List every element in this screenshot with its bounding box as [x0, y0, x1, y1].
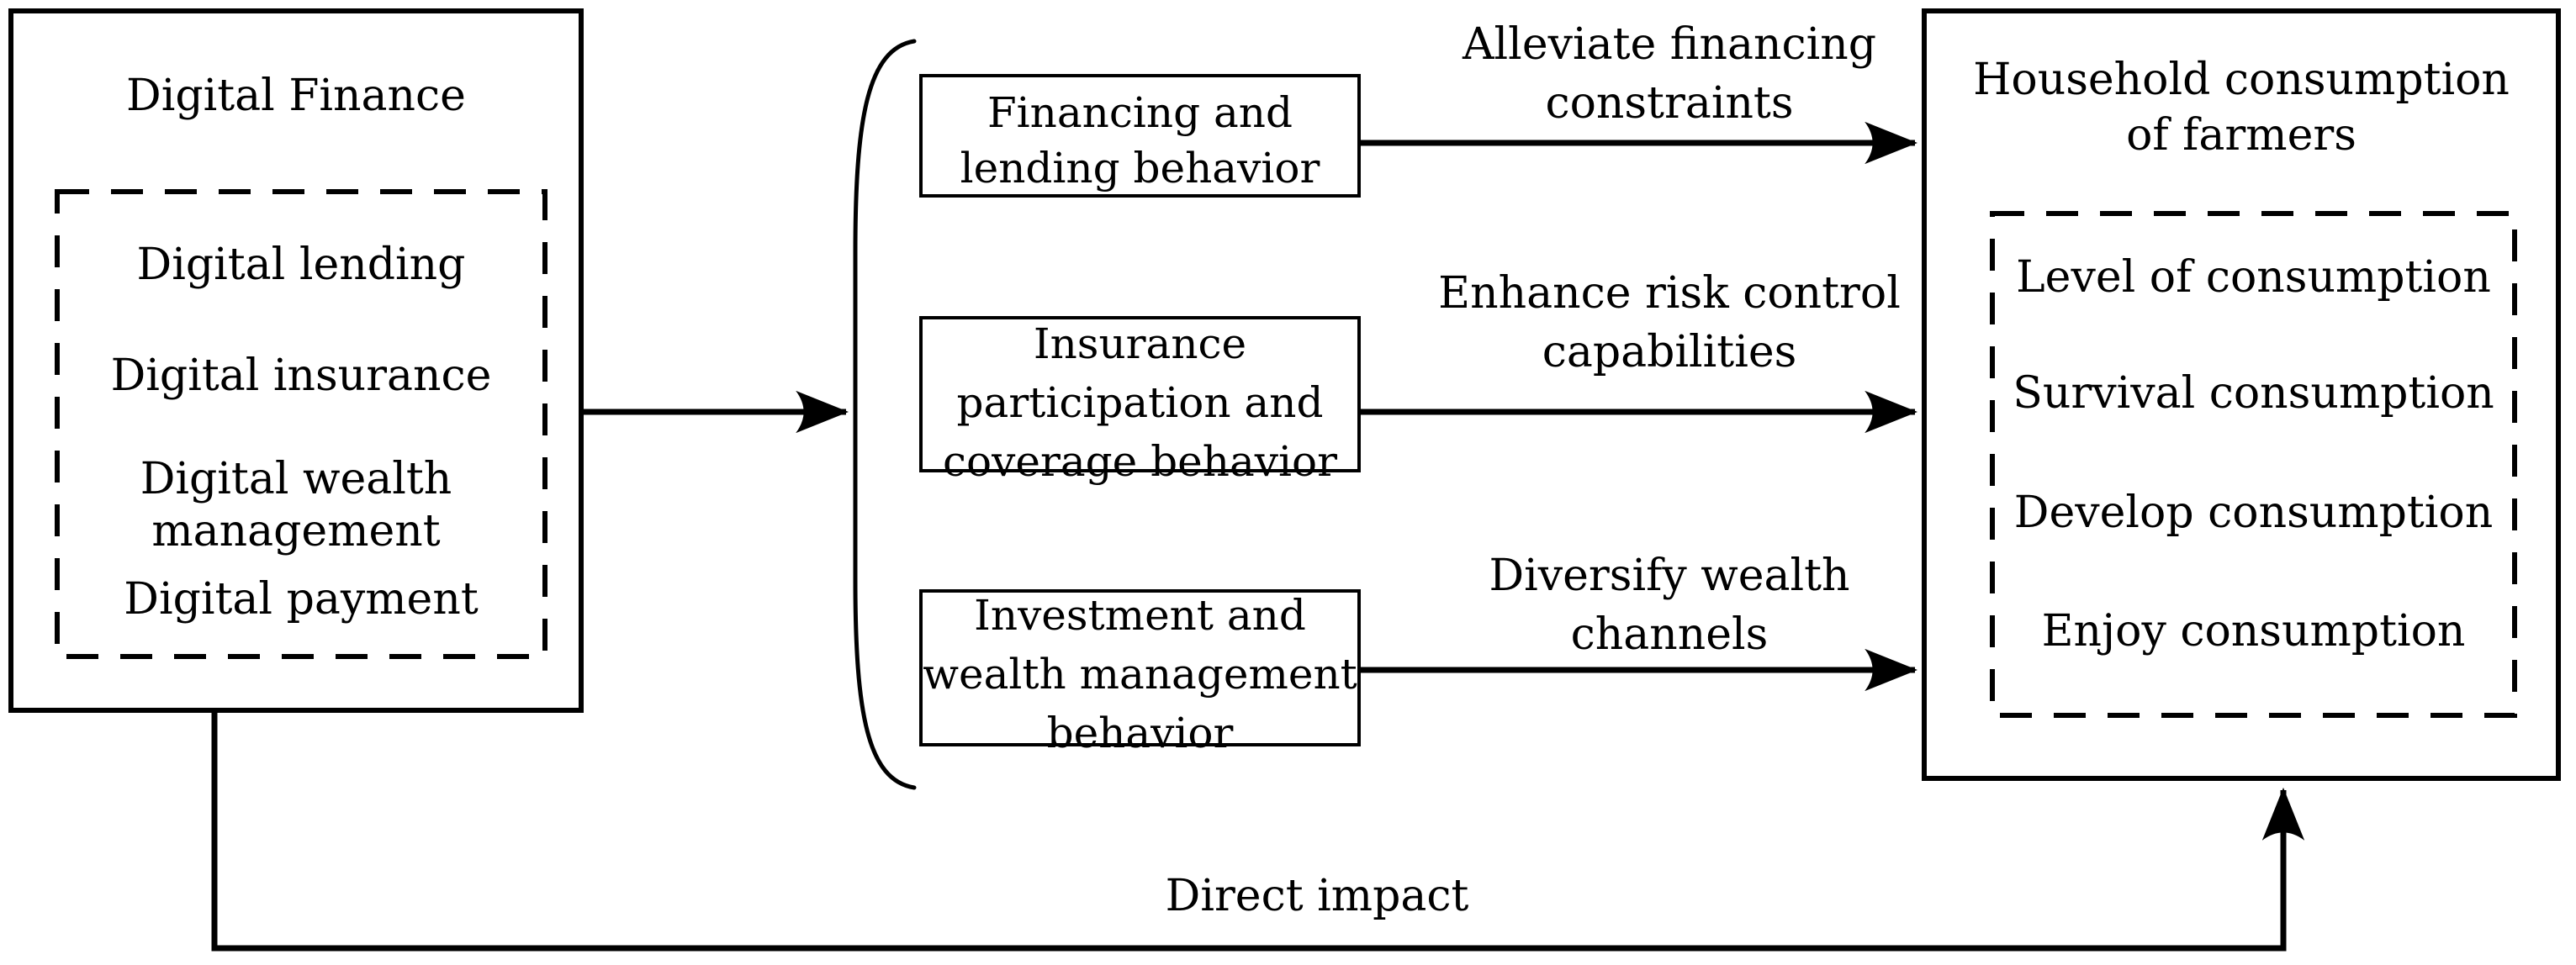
left-item-digital-payment: Digital payment [124, 574, 479, 625]
mediator-brace [853, 39, 917, 790]
household-title-line1: Household consumption [1973, 55, 2510, 105]
mediator-insurance-line1: Insurance [1033, 319, 1247, 368]
label-alleviate-line2: constraints [1545, 78, 1794, 129]
mediator-box-insurance [919, 316, 1361, 472]
left-item-digital-insurance: Digital insurance [110, 351, 492, 401]
mediator-box-financing [919, 74, 1361, 198]
left-item-digital-lending: Digital lending [136, 240, 466, 290]
label-diversify-wealth: Diversify wealth channels [1417, 546, 1922, 664]
digital-finance-title: Digital Finance [126, 71, 466, 121]
digital-finance-box [8, 8, 584, 713]
direct-impact-path [211, 710, 2305, 952]
label-diversify-line1: Diversify wealth [1489, 551, 1850, 601]
right-item-level-of-consumption: Level of consumption [2016, 252, 2491, 303]
left-dashed-box [55, 189, 547, 659]
mediator-text-investment: Investment and wealth management behavio… [919, 586, 1361, 762]
mediator-box-investment [919, 589, 1361, 746]
mediator-insurance-line2: participation and [956, 378, 1324, 427]
mediator-investment-line3: behavior [1046, 709, 1234, 757]
mediator-text-financing: Financing and lending behavior [919, 85, 1361, 196]
label-alleviate-financing: Alleviate financing constraints [1417, 15, 1922, 133]
label-alleviate-line1: Alleviate financing [1463, 19, 1876, 70]
mediator-financing-line1: Financing and [986, 88, 1293, 137]
label-enhance-line1: Enhance risk control [1438, 268, 1901, 319]
right-item-develop-consumption: Develop consumption [2013, 488, 2494, 538]
household-title-line2: of farmers [2126, 110, 2356, 161]
label-enhance-line2: capabilities [1542, 327, 1797, 377]
right-dashed-box [1990, 211, 2517, 718]
label-diversify-line2: channels [1570, 609, 1769, 660]
right-item-survival-consumption: Survival consumption [2013, 368, 2494, 419]
household-consumption-title: Household consumption of farmers [1922, 52, 2561, 163]
mediator-financing-line2: lending behavior [960, 144, 1320, 192]
mediator-insurance-line3: coverage behavior [943, 437, 1337, 486]
right-item-enjoy-consumption: Enjoy consumption [2041, 606, 2466, 657]
household-consumption-box [1922, 8, 2561, 781]
mediator-investment-line1: Investment and [974, 591, 1306, 640]
mediator-investment-line2: wealth management [923, 650, 1357, 699]
left-item-digital-wealth-management: Digital wealth management [140, 454, 452, 556]
mediator-text-insurance: Insurance participation and coverage beh… [919, 314, 1361, 491]
direct-impact-label: Direct impact [1165, 871, 1469, 921]
label-enhance-risk: Enhance risk control capabilities [1417, 264, 1922, 382]
